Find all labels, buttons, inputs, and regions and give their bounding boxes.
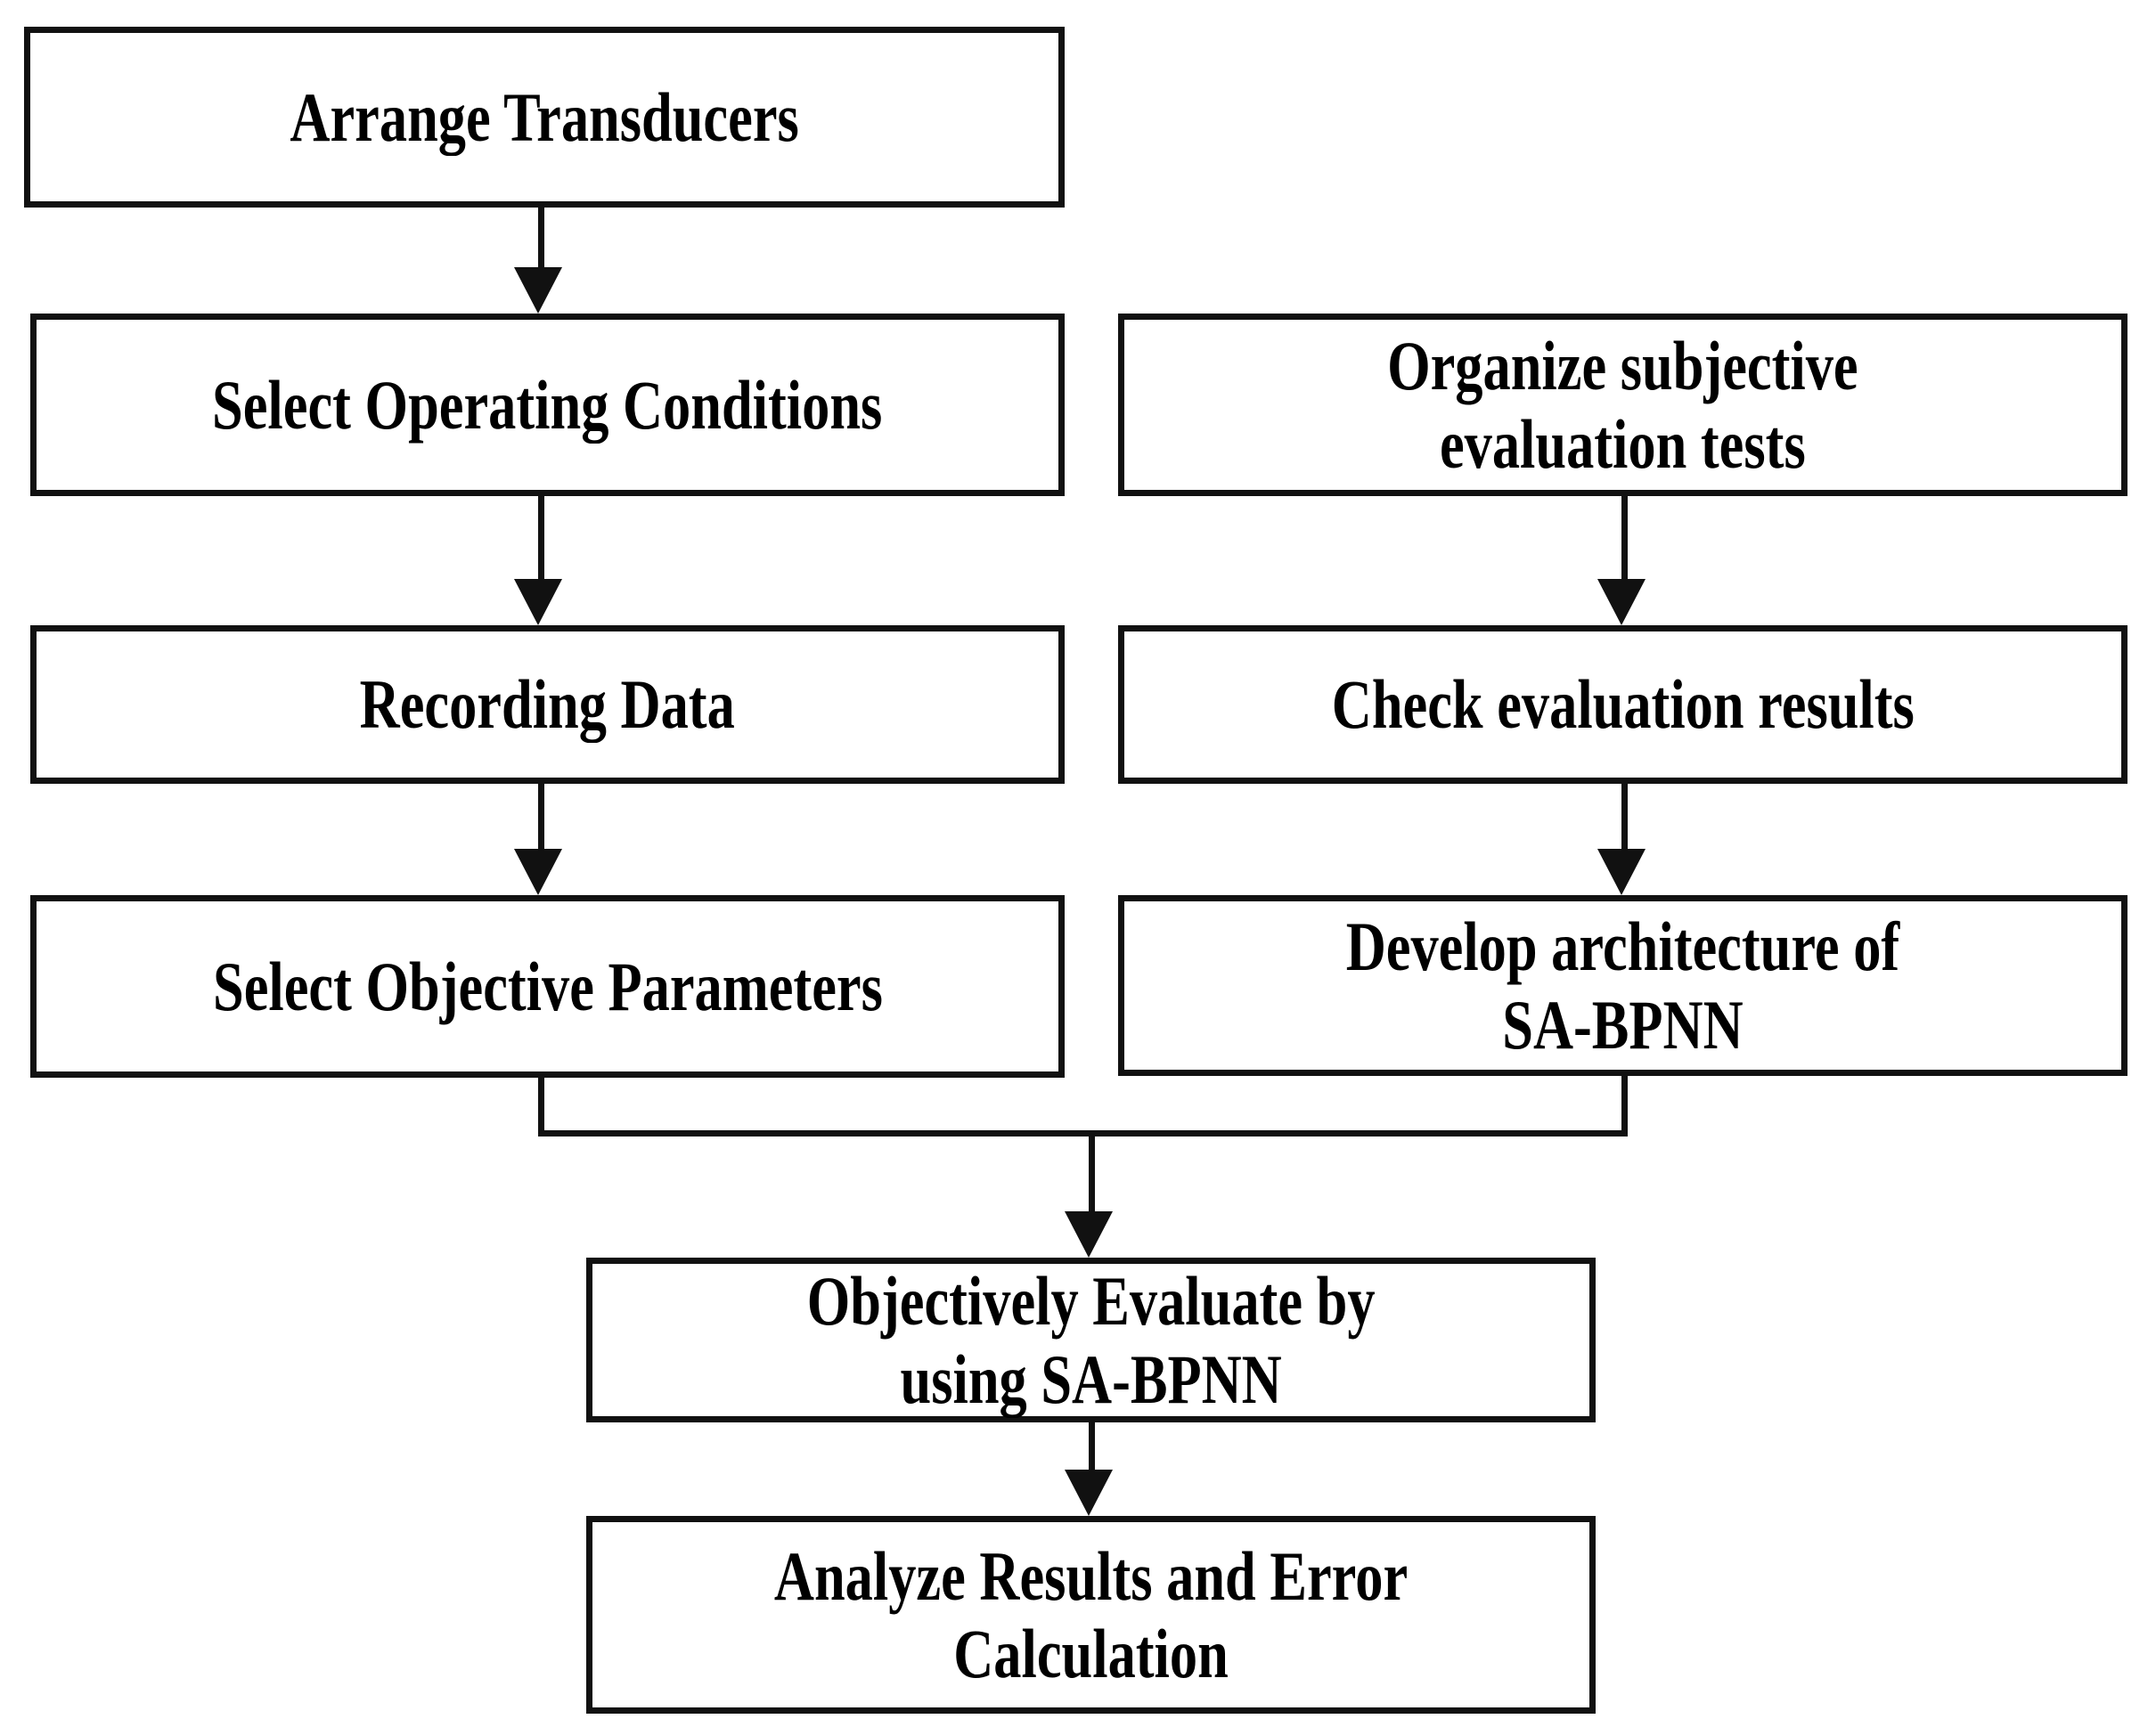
edge-arrowhead-select-operating-to-recording xyxy=(514,579,562,625)
node-label-analyze-results-and-error-calculation: Analyze Results and Error Calculation xyxy=(773,1536,1409,1692)
node-label-objectively-evaluate-sa-bpnn: Objectively Evaluate by using SA-BPNN xyxy=(806,1262,1376,1418)
edge-line-organize-to-check xyxy=(1621,496,1628,585)
node-label-recording-data: Recording Data xyxy=(359,665,736,744)
edge-line-arrange-to-select-operating xyxy=(538,208,544,273)
edge-line-merge-to-objectively-evaluate xyxy=(1089,1130,1095,1218)
edge-line-objectively-to-analyze xyxy=(1089,1422,1095,1474)
edge-arrowhead-objectively-to-analyze xyxy=(1065,1470,1113,1516)
node-check-evaluation-results[interactable]: Check evaluation results xyxy=(1118,625,2127,784)
node-analyze-results-and-error-calculation[interactable]: Analyze Results and Error Calculation xyxy=(586,1516,1596,1714)
node-select-operating-conditions[interactable]: Select Operating Conditions xyxy=(30,314,1065,496)
edge-arrowhead-check-to-develop xyxy=(1597,849,1646,895)
node-recording-data[interactable]: Recording Data xyxy=(30,625,1065,784)
node-label-select-operating-conditions: Select Operating Conditions xyxy=(212,365,883,444)
node-organize-subjective-evaluation-tests[interactable]: Organize subjective evaluation tests xyxy=(1118,314,2127,496)
node-label-organize-subjective-evaluation-tests: Organize subjective evaluation tests xyxy=(1387,327,1858,483)
node-label-check-evaluation-results: Check evaluation results xyxy=(1331,665,1915,744)
edge-arrowhead-arrange-to-select-operating xyxy=(514,267,562,314)
edge-arrowhead-recording-to-select-objective xyxy=(514,849,562,895)
edge-arrowhead-organize-to-check xyxy=(1597,579,1646,625)
edge-line-merge-bar xyxy=(538,1130,1628,1136)
edge-arrowhead-merge-to-objectively-evaluate xyxy=(1065,1211,1113,1258)
node-develop-architecture-sa-bpnn[interactable]: Develop architecture of SA-BPNN xyxy=(1118,895,2127,1076)
node-arrange-transducers[interactable]: Arrange Transducers xyxy=(24,27,1065,208)
node-objectively-evaluate-sa-bpnn[interactable]: Objectively Evaluate by using SA-BPNN xyxy=(586,1258,1596,1422)
node-label-develop-architecture-sa-bpnn: Develop architecture of SA-BPNN xyxy=(1345,908,1900,1063)
edge-line-check-to-develop xyxy=(1621,784,1628,855)
node-label-arrange-transducers: Arrange Transducers xyxy=(290,77,799,156)
node-label-select-objective-parameters: Select Objective Parameters xyxy=(212,947,883,1025)
edge-line-select-objective-merge-drop xyxy=(538,1078,544,1136)
edge-line-recording-to-select-objective xyxy=(538,784,544,855)
edge-line-develop-merge-drop xyxy=(1621,1076,1628,1136)
node-select-objective-parameters[interactable]: Select Objective Parameters xyxy=(30,895,1065,1078)
edge-line-select-operating-to-recording xyxy=(538,496,544,585)
